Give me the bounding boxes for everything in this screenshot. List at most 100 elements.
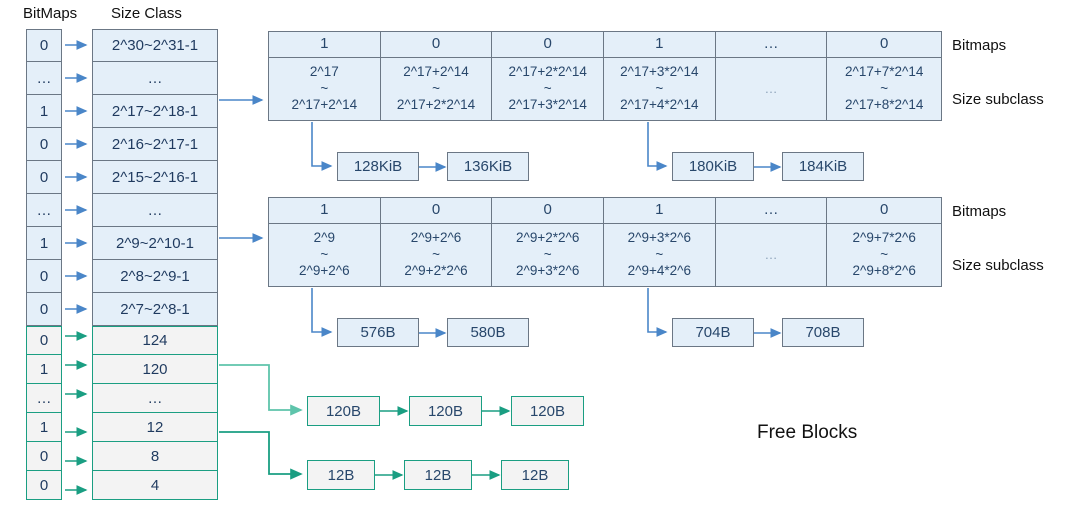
free-block-box[interactable]: 12B xyxy=(501,460,569,490)
bitmaps-row-label-1: Bitmaps xyxy=(952,37,1007,54)
size-class-column-header: Size Class xyxy=(111,5,182,22)
size-class-cell-7[interactable]: 2^8~2^9-1 xyxy=(92,260,218,293)
subclass-range-cell-0[interactable]: 2^17~2^17+2^14 xyxy=(269,58,381,120)
free-block-box[interactable]: 136KiB xyxy=(447,152,529,181)
subclass-bitmap-cell-1[interactable]: 0 xyxy=(380,32,493,58)
size-class-cell-14[interactable]: 4 xyxy=(92,471,218,500)
free-list-704b: 704B 708B xyxy=(672,318,864,347)
bitmap-cell-8[interactable]: 0 xyxy=(26,293,62,326)
subclass-bitmap-cell-1[interactable]: 0 xyxy=(380,198,493,224)
subclass-range-cell-1[interactable]: 2^9+2^6~2^9+2*2^6 xyxy=(381,224,493,286)
subclass-range-cell-3[interactable]: 2^17+3*2^14~2^17+4*2^14 xyxy=(604,58,716,120)
free-block-box[interactable]: 12B xyxy=(404,460,472,490)
free-block-box[interactable]: 120B xyxy=(409,396,482,426)
size-class-cell-9[interactable]: 124 xyxy=(92,326,218,355)
free-block-box[interactable]: 708B xyxy=(782,318,864,347)
subclass-bitmap-cell-0[interactable]: 1 xyxy=(269,198,381,224)
subclass-range-to: 2^17+3*2^14 xyxy=(508,97,587,113)
free-block-link-arrow xyxy=(375,470,404,480)
subclass-range-to: 2^9+4*2^6 xyxy=(627,263,692,279)
size-class-cell-13[interactable]: 8 xyxy=(92,442,218,471)
subclass-range-tilde: ~ xyxy=(880,80,889,96)
free-block-box[interactable]: 704B xyxy=(672,318,754,347)
size-class-cell-5[interactable]: … xyxy=(92,194,218,227)
subclass-range-to: 2^17+2^14 xyxy=(291,97,358,113)
arrow-sizeclass12-to-list xyxy=(219,431,303,480)
subclass-bitmap-cell-3[interactable]: 1 xyxy=(604,32,716,58)
size-class-cell-10[interactable]: 120 xyxy=(92,355,218,384)
bitmap-to-sizeclass-arrows-blue xyxy=(65,40,88,314)
size-class-cell-6[interactable]: 2^9~2^10-1 xyxy=(92,227,218,260)
free-block-link-arrow xyxy=(419,327,447,338)
bitmap-to-sizeclass-arrows-green xyxy=(65,331,88,495)
subclass-range-cell-2[interactable]: 2^17+2*2^14~2^17+3*2^14 xyxy=(492,58,605,120)
bitmaps-column-header: BitMaps xyxy=(23,5,78,22)
subclass-range-tilde: … xyxy=(764,246,778,262)
subclass-range-cell-5[interactable]: 2^17+7*2^14~2^17+8*2^14 xyxy=(827,58,941,120)
free-block-box[interactable]: 120B xyxy=(511,396,584,426)
subclass-range-to: 2^17+2*2^14 xyxy=(396,97,476,113)
subclass-range-cell-2[interactable]: 2^9+2*2^6~2^9+3*2^6 xyxy=(492,224,605,286)
subclass-range-tilde: ~ xyxy=(432,246,440,262)
free-block-box[interactable]: 128KiB xyxy=(337,152,419,181)
bitmap-cell-3[interactable]: 0 xyxy=(26,128,62,161)
size-class-cell-8[interactable]: 2^7~2^8-1 xyxy=(92,293,218,326)
bitmap-cell-1[interactable]: … xyxy=(26,62,62,95)
size-class-cell-1[interactable]: … xyxy=(92,62,218,95)
subclass-bitmap-cell-4[interactable]: … xyxy=(715,198,828,224)
subclass-range-cell-5[interactable]: 2^9+7*2^6~2^9+8*2^6 xyxy=(827,224,941,286)
bitmap-cell-14[interactable]: 0 xyxy=(26,471,62,500)
bitmap-cell-9[interactable]: 0 xyxy=(26,326,62,355)
subclass-bitmap-cell-5[interactable]: 0 xyxy=(827,198,942,224)
free-block-box[interactable]: 12B xyxy=(307,460,375,490)
subclass-range-to: 2^17+8*2^14 xyxy=(845,97,924,113)
free-block-link-arrow xyxy=(472,470,501,480)
subclass-range-cell-3[interactable]: 2^9+3*2^6~2^9+4*2^6 xyxy=(604,224,716,286)
free-block-link-arrow xyxy=(482,406,511,416)
bitmap-cell-4[interactable]: 0 xyxy=(26,161,62,194)
bitmap-cell-6[interactable]: 1 xyxy=(26,227,62,260)
size-class-cell-3[interactable]: 2^16~2^17-1 xyxy=(92,128,218,161)
free-block-box[interactable]: 580B xyxy=(447,318,529,347)
size-class-cell-4[interactable]: 2^15~2^16-1 xyxy=(92,161,218,194)
subclass-range-tilde: ~ xyxy=(432,80,440,96)
bitmap-cell-7[interactable]: 0 xyxy=(26,260,62,293)
subclass-range-cell-0[interactable]: 2^9~2^9+2^6 xyxy=(269,224,381,286)
free-list-128kib: 128KiB 136KiB xyxy=(337,152,529,181)
bitmap-cell-5[interactable]: … xyxy=(26,194,62,227)
size-class-cell-0[interactable]: 2^30~2^31-1 xyxy=(92,29,218,62)
bitmap-cell-0[interactable]: 0 xyxy=(26,29,62,62)
free-block-box[interactable]: 180KiB xyxy=(672,152,754,181)
bitmap-cell-13[interactable]: 0 xyxy=(26,442,62,471)
bitmap-cell-10[interactable]: 1 xyxy=(26,355,62,384)
subclass-range-cell-4[interactable]: … xyxy=(716,58,828,120)
subclass-bitmap-cell-4[interactable]: … xyxy=(715,32,828,58)
bitmap-cell-11[interactable]: … xyxy=(26,384,62,413)
free-block-box[interactable]: 120B xyxy=(307,396,380,426)
subclass-range-from: 2^9+2^6 xyxy=(410,229,462,245)
bitmaps-row-label-2: Bitmaps xyxy=(952,203,1007,220)
subclass-range-cell-1[interactable]: 2^17+2^14~2^17+2*2^14 xyxy=(381,58,493,120)
size-subclass-row-label-1: Size subclass xyxy=(952,91,1044,108)
arrow-table2-col0-to-list xyxy=(311,288,333,337)
subclass-bitmap-cell-0[interactable]: 1 xyxy=(269,32,381,58)
free-list-120b: 120B 120B 120B xyxy=(307,396,584,426)
size-class-cell-2[interactable]: 2^17~2^18-1 xyxy=(92,95,218,128)
free-block-box[interactable]: 184KiB xyxy=(782,152,864,181)
subclass-range-from: 2^9 xyxy=(313,229,336,245)
subclass-bitmap-cell-2[interactable]: 0 xyxy=(492,198,605,224)
size-class-cell-11[interactable]: … xyxy=(92,384,218,413)
arrow-table2-col3-to-list xyxy=(647,288,668,337)
bitmap-cell-2[interactable]: 1 xyxy=(26,95,62,128)
subclass-range-to: 2^17+4*2^14 xyxy=(620,97,699,113)
size-class-cell-12[interactable]: 12 xyxy=(92,413,218,442)
subclass-bitmap-cell-2[interactable]: 0 xyxy=(492,32,605,58)
free-block-box[interactable]: 576B xyxy=(337,318,419,347)
subclass-bitmap-cell-3[interactable]: 1 xyxy=(604,198,716,224)
arrow-sizeclass120-to-list xyxy=(219,364,303,416)
subclass-bitmap-cell-5[interactable]: 0 xyxy=(827,32,942,58)
subclass-range-cell-4[interactable]: … xyxy=(716,224,828,286)
bitmap-cell-12[interactable]: 1 xyxy=(26,413,62,442)
free-block-link-arrow xyxy=(419,161,447,172)
